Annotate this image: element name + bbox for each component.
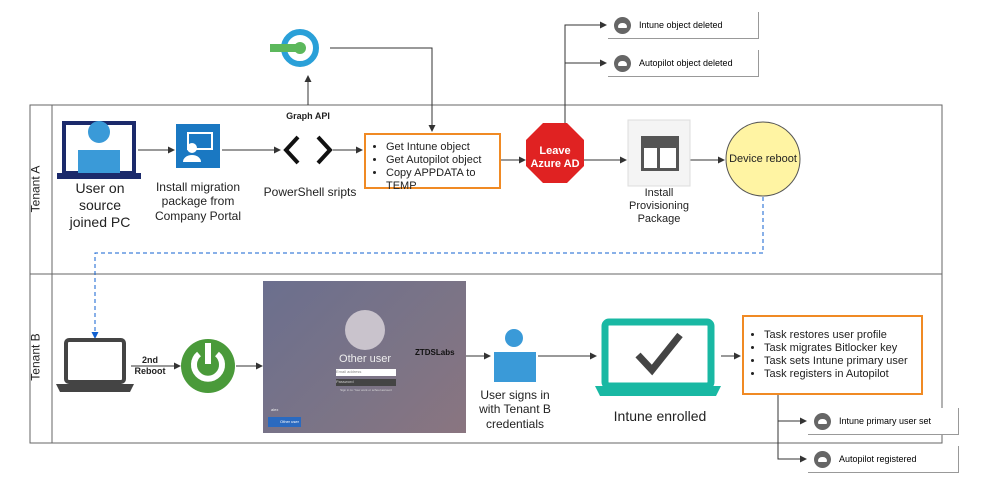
note-text: Autopilot registered (839, 454, 917, 464)
login-title: Other user (339, 353, 391, 365)
task-item: Task migrates Bitlocker key (764, 342, 913, 355)
provisioning-package-icon (627, 119, 691, 187)
tenant-a-task-list: Get Intune objectGet Autopilot objectCop… (364, 133, 501, 192)
user-icon (494, 329, 536, 382)
lane-label-tenant-b: Tenant B (28, 333, 43, 381)
note-primary-user-set: Intune primary user set (808, 408, 959, 435)
lane-label-tenant-a: Tenant A (28, 165, 43, 213)
user-laptop-icon (57, 121, 141, 179)
code-icon (283, 135, 333, 165)
cloud-icon (614, 16, 631, 34)
note-text: Intune object deleted (639, 20, 723, 30)
portal-label: Install migration package from Company P… (154, 180, 242, 223)
graph-api-icon (270, 29, 319, 67)
reboot-dashed-connector (91, 197, 764, 339)
task-item: Get Autopilot object (386, 154, 491, 167)
graph-api-label: Graph API (286, 111, 330, 121)
note-text: Intune primary user set (839, 416, 932, 426)
user-label: User on source joined PC (69, 180, 131, 230)
leave-azure-ad-label: Leave Azure AD (530, 145, 580, 171)
login-screen-screenshot: Other user Email address Password Sign i… (263, 281, 466, 433)
note-text: Autopilot object deleted (639, 58, 733, 68)
provisioning-label: Install Provisioning Package (629, 187, 689, 226)
laptop-icon (56, 338, 134, 392)
task-item: Copy APPDATA to TEMP (386, 167, 491, 193)
note-autopilot-registered: Autopilot registered (808, 446, 959, 473)
user-signs-in-label: User signs in with Tenant B credentials (479, 388, 551, 431)
password-field[interactable]: Password (336, 379, 396, 386)
intune-laptop-icon (595, 318, 721, 396)
task-item: Task sets Intune primary user (764, 355, 913, 368)
device-reboot-label: Device reboot (729, 153, 797, 165)
device-reboot-circle (725, 121, 801, 197)
power-icon (181, 339, 235, 393)
task-item: Task restores user profile (764, 329, 913, 342)
avatar (345, 310, 385, 350)
second-reboot-label: 2nd Reboot (134, 355, 166, 376)
ztds-logo: ZTDSLabs (415, 348, 455, 357)
note-intune-deleted: Intune object deleted (608, 12, 759, 39)
user-alex[interactable]: alex (271, 407, 279, 412)
cloud-icon (614, 54, 631, 72)
task-item: Task registers in Autopilot (764, 368, 913, 381)
company-portal-icon (176, 124, 220, 168)
powershell-label: PowerShell sripts (263, 185, 357, 199)
stop-sign-icon (526, 123, 584, 183)
signin-hint: Sign in to: Your work or school account (340, 388, 392, 392)
email-field[interactable]: Email address (336, 369, 396, 376)
cloud-icon (814, 412, 831, 430)
tenant-b-task-list: Task restores user profileTask migrates … (742, 315, 923, 395)
user-other[interactable]: Other user (268, 417, 301, 427)
note-autopilot-deleted: Autopilot object deleted (608, 50, 759, 77)
intune-enrolled-label: Intune enrolled (613, 408, 707, 424)
cloud-icon (814, 450, 831, 468)
task-item: Get Intune object (386, 141, 491, 154)
